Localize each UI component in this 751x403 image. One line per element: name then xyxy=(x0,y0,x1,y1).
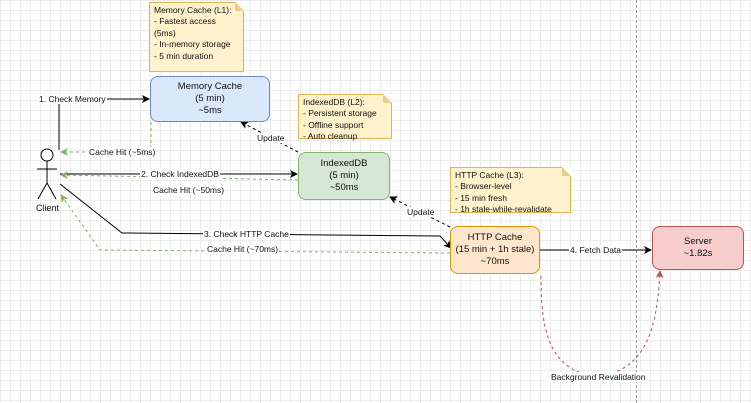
note-line: HTTP Cache (L3): xyxy=(455,170,524,180)
edge-label-check-indexeddb: 2. Check IndexedDB xyxy=(140,169,220,179)
note-line: - Fastest access xyxy=(154,16,216,27)
server-latency: ~1.82s xyxy=(683,248,713,259)
note-indexeddb-l2[interactable]: IndexedDB (L2): - Persistent storage - O… xyxy=(298,94,392,142)
page-guide-line xyxy=(636,0,637,403)
note-line: - Persistent storage xyxy=(303,108,377,119)
memory-cache-node[interactable]: Memory Cache (5 min) ~5ms xyxy=(150,76,270,122)
edge-label-update-indexeddb: Update xyxy=(406,207,436,217)
edge-check-memory xyxy=(58,95,150,150)
client-actor-icon xyxy=(37,148,57,200)
http-cache-title: HTTP Cache xyxy=(467,232,523,243)
note-memory-cache-l1[interactable]: Memory Cache (L1): - Fastest access (5ms… xyxy=(149,2,244,72)
memory-cache-latency: ~5ms xyxy=(198,105,222,116)
note-http-cache-l3[interactable]: HTTP Cache (L3): - Browser-level - 15 mi… xyxy=(450,167,571,215)
http-cache-node[interactable]: HTTP Cache (15 min + 1h stale) ~70ms xyxy=(450,226,540,274)
http-cache-latency: ~70ms xyxy=(480,256,510,267)
edge-label-check-memory: 1. Check Memory xyxy=(38,94,107,104)
note-line: IndexedDB (L2): xyxy=(303,97,365,107)
edge-label-update-memory: Update xyxy=(256,133,286,143)
note-line: Memory Cache (L1): xyxy=(154,5,232,15)
note-line: - Auto cleanup xyxy=(303,131,358,142)
server-title: Server xyxy=(684,236,712,247)
memory-cache-title: Memory Cache xyxy=(177,81,243,92)
edge-label-check-http: 3. Check HTTP Cache xyxy=(203,229,290,239)
indexeddb-title: IndexedDB xyxy=(320,158,368,169)
edge-background-revalidation xyxy=(540,270,664,378)
memory-cache-duration: (5 min) xyxy=(195,93,225,104)
note-line: - In-memory storage xyxy=(154,39,231,50)
client-label: Client xyxy=(36,203,60,213)
note-line: - Browser-level xyxy=(455,181,512,192)
indexeddb-node[interactable]: IndexedDB (5 min) ~50ms xyxy=(298,152,390,200)
edge-label-cache-hit-http: Cache Hit (~70ms) xyxy=(206,244,280,254)
edge-label-fetch-data: 4. Fetch Data xyxy=(569,245,623,255)
note-line: - 5 min duration xyxy=(154,50,214,61)
edge-label-cache-hit-indexeddb: Cache Hit (~50ms) xyxy=(152,185,226,195)
indexeddb-latency: ~50ms xyxy=(329,182,359,193)
edge-label-cache-hit-memory: Cache Hit (~5ms) xyxy=(88,147,157,157)
server-node[interactable]: Server ~1.82s xyxy=(652,226,744,270)
note-line: (5ms) xyxy=(154,27,176,38)
note-line: - Offline support xyxy=(303,119,364,130)
http-cache-duration: (15 min + 1h stale) xyxy=(455,244,535,255)
edge-label-background-revalidation: Background Revalidation xyxy=(550,372,647,382)
indexeddb-duration: (5 min) xyxy=(329,170,359,181)
note-line: - 15 min fresh xyxy=(455,192,507,203)
note-line: - 1h stale-while-revalidate xyxy=(455,204,552,215)
